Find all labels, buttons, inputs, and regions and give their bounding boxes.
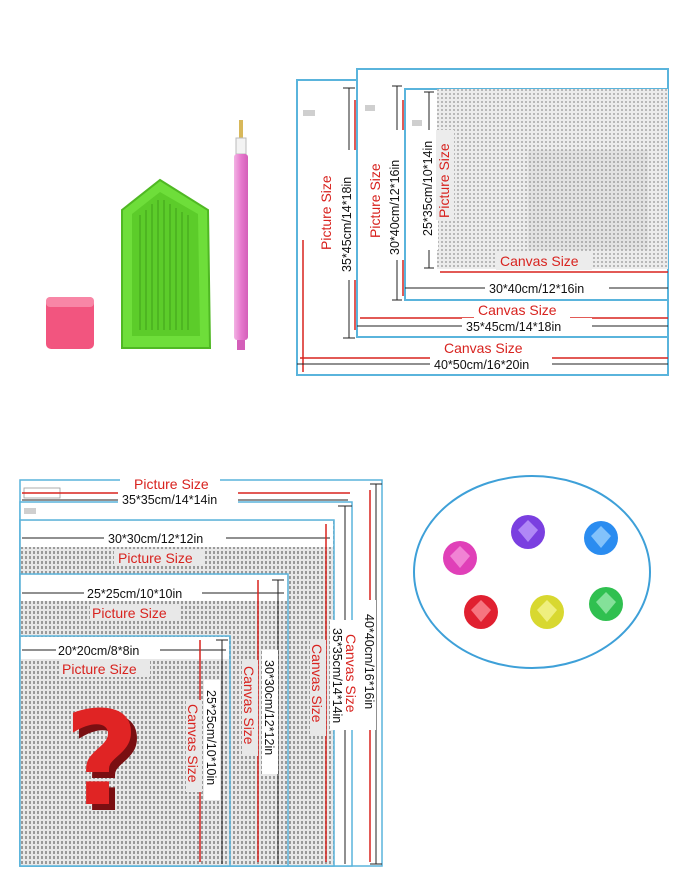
drill-diamonds [413,475,651,669]
bottom-dim-25x25-vertical: 25*25cm/10*10in [204,690,218,785]
top-picture-size-label-1: Picture Size [318,175,334,250]
bottom-dim-20x20-horizontal: 20*20cm/8*8in [58,644,139,658]
bottom-dim-40x40-vertical: 40*40cm/16*16in [362,614,376,709]
top-size-chart: Picture Size 35*45cm/14*18in Picture Siz… [296,68,669,376]
diamond-yellow [530,595,564,629]
top-dim-30x40-horizontal: 30*40cm/12*16in [489,282,584,296]
bottom-dim-30x30-horizontal: 30*30cm/12*12in [108,532,203,546]
bottom-dim-35x35-horizontal: 35*35cm/14*14in [122,493,217,507]
bottom-dim-30x30-vertical: 30*30cm/12*12in [262,660,276,755]
bottom-dim-35x35-vertical: 35*35cm/14*14in [330,628,344,723]
diamond-magenta [443,541,477,575]
bottom-size-chart: Picture Size 35*35cm/14*14in 30*30cm/12*… [19,476,383,867]
diamond-blue [584,521,618,555]
bottom-canvas-size-label-4: Canvas Size [185,704,201,783]
diamond-purple [511,515,545,549]
top-picture-size-label-2: Picture Size [367,163,383,238]
drill-pen [234,120,248,350]
diamond-green [589,587,623,621]
bottom-picture-size-label-2: Picture Size [118,550,193,566]
top-dim-35x45-horizontal: 35*45cm/14*18in [466,320,561,334]
top-canvas-size-label-2: Canvas Size [478,302,557,318]
wax-pad [46,297,94,349]
svg-text:?: ? [70,689,145,841]
top-dim-40x50-horizontal: 40*50cm/16*20in [434,358,529,372]
bottom-picture-size-label-4: Picture Size [62,661,137,677]
top-canvas-size-label-3: Canvas Size [444,340,523,356]
bottom-canvas-size-label-1: Canvas Size [343,634,359,713]
bottom-dim-25x25-horizontal: 25*25cm/10*10in [87,587,182,601]
top-picture-size-label-3: Picture Size [436,143,452,218]
svg-text:?: ? [64,683,139,835]
bottom-canvas-size-label-2: Canvas Size [309,644,325,723]
diamond-red [464,595,498,629]
tools-group [46,120,248,350]
top-dim-30x40-vertical: 30*40cm/12*16in [388,160,402,255]
bottom-picture-size-label-3: Picture Size [92,605,167,621]
drill-tray [121,178,212,349]
top-dim-25x35-vertical: 25*35cm/10*14in [421,141,435,236]
bottom-canvas-size-label-3: Canvas Size [241,666,257,745]
bottom-picture-size-label-1: Picture Size [134,476,209,492]
top-canvas-size-label-1: Canvas Size [500,253,579,269]
question-mark-icon: ? ? [64,683,145,841]
top-dim-35x45-vertical: 35*45cm/14*18in [340,177,354,272]
